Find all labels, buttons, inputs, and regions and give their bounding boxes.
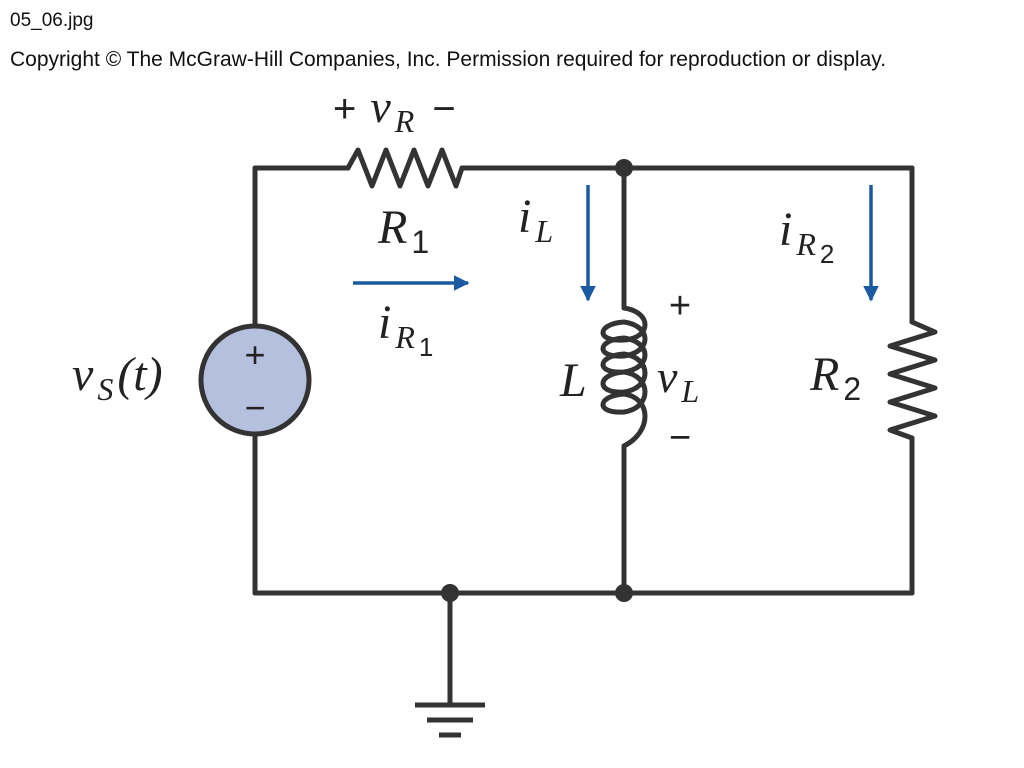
label-il: i L — [518, 190, 553, 249]
junction-ground — [441, 584, 459, 602]
label-l: L — [559, 354, 587, 407]
source-minus-sign: − — [244, 387, 265, 428]
label-vs: v S (t) — [72, 348, 163, 407]
label-r2: R 2 — [809, 348, 861, 407]
vl-plus-sign: + — [669, 285, 691, 327]
junction-bottom-middle — [615, 584, 633, 602]
junction-top — [615, 159, 633, 177]
resistor-r2 — [887, 319, 938, 441]
inductor-l — [600, 305, 648, 449]
label-vr: + v R − — [333, 81, 456, 139]
label-ir1: i R 1 — [378, 296, 433, 362]
copyright-notice: Copyright © The McGraw-Hill Companies, I… — [10, 48, 887, 71]
label-ir2: i R 2 — [779, 203, 834, 269]
label-vl: v L — [657, 351, 699, 409]
vl-minus-sign: − — [669, 417, 691, 459]
voltage-source — [198, 323, 312, 437]
ground-icon — [415, 702, 485, 738]
resistor-r1 — [345, 147, 465, 189]
source-plus-sign: + — [244, 334, 265, 375]
file-name: 05_06.jpg — [10, 10, 94, 31]
label-r1: R 1 — [377, 201, 429, 260]
